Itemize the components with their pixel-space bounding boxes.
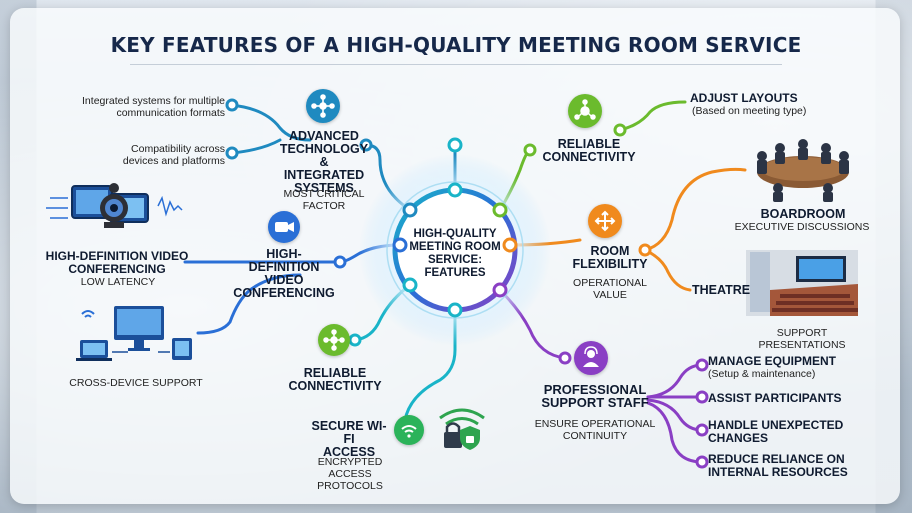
hub-label-line2: MEETING ROOM bbox=[409, 241, 501, 253]
theatre-image bbox=[746, 250, 858, 316]
wifi-sub: ENCRYPTED ACCESS PROTOCOLS bbox=[317, 456, 383, 492]
network-node-icon bbox=[568, 94, 602, 128]
network-node-icon bbox=[318, 324, 350, 356]
page-title: KEY FEATURES OF A HIGH-QUALITY MEETING R… bbox=[110, 33, 802, 57]
tech-label: ADVANCED TECHNOLOGY & INTEGRATED SYSTEMS bbox=[279, 129, 369, 195]
tech-subtitle: MOST CRITICAL FACTOR bbox=[283, 188, 365, 212]
network-icon bbox=[306, 89, 340, 123]
hub-label-line4: FEATURES bbox=[424, 267, 486, 279]
staff-sub: ENSURE OPERATIONAL CONTINUITY bbox=[534, 418, 656, 442]
video-side-label: HIGH-DEFINITION VIDEO CONFERENCING bbox=[45, 249, 189, 276]
flexibility-sub: OPERATIONAL VALUE bbox=[573, 277, 647, 301]
wifi-icon bbox=[394, 415, 424, 445]
latency-label: LOW LATENCY bbox=[80, 276, 156, 288]
flexibility-label: ROOM FLEXIBILITY bbox=[572, 244, 648, 271]
title-divider bbox=[130, 64, 782, 65]
wifi-label: SECURE WI-FI ACCESS bbox=[311, 419, 387, 459]
video-label: HIGH-DEFINITION VIDEO CONFERENCING bbox=[233, 247, 335, 300]
staff-item-manage-sub: (Setup & maintenance) bbox=[708, 368, 816, 380]
cross-device-label: CROSS-DEVICE SUPPORT bbox=[69, 377, 203, 389]
connectivity-top-label: RELIABLE CONNECTIVITY bbox=[542, 137, 636, 164]
staff-item-manage: MANAGE EQUIPMENT bbox=[708, 354, 837, 368]
devices-icon bbox=[76, 306, 192, 361]
video-camera-icon bbox=[268, 211, 300, 243]
theatre-label: THEATRE bbox=[692, 283, 751, 297]
staff-label: PROFESSIONAL SUPPORT STAFF bbox=[541, 382, 649, 410]
boardroom-label: BOARDROOM bbox=[760, 207, 846, 221]
webcam-monitor-icon bbox=[46, 183, 183, 228]
staff-item-assist: ASSIST PARTICIPANTS bbox=[708, 391, 842, 405]
connectivity-bottom-label: RELIABLE CONNECTIVITY bbox=[288, 366, 382, 393]
hub-label-line3: SERVICE: bbox=[427, 254, 483, 266]
adjust-layouts-label: ADJUST LAYOUTS bbox=[690, 91, 798, 105]
hub-label: HIGH-QUALITY MEETING ROOM SERVICE: FEATU… bbox=[400, 228, 510, 280]
boardroom-sub: EXECUTIVE DISCUSSIONS bbox=[734, 221, 870, 233]
hub-nodes bbox=[225, 98, 709, 469]
tech-item-2: Compatibility across devices and platfor… bbox=[122, 143, 225, 167]
staff-item-reduce: REDUCE RELIANCE ON INTERNAL RESOURCES bbox=[708, 452, 848, 479]
theatre-sub: SUPPORT PRESENTATIONS bbox=[758, 327, 846, 351]
staff-item-handle: HANDLE UNEXPECTED CHANGES bbox=[708, 418, 844, 445]
tech-item-1: Integrated systems for multiple communic… bbox=[82, 95, 225, 119]
boardroom-image bbox=[757, 139, 849, 202]
support-person-icon bbox=[574, 341, 608, 375]
move-arrows-icon bbox=[588, 204, 622, 238]
lock-shield-icon bbox=[439, 408, 485, 450]
hub-label-line1: HIGH-QUALITY bbox=[413, 228, 497, 240]
adjust-layouts-sub: (Based on meeting type) bbox=[692, 105, 807, 117]
